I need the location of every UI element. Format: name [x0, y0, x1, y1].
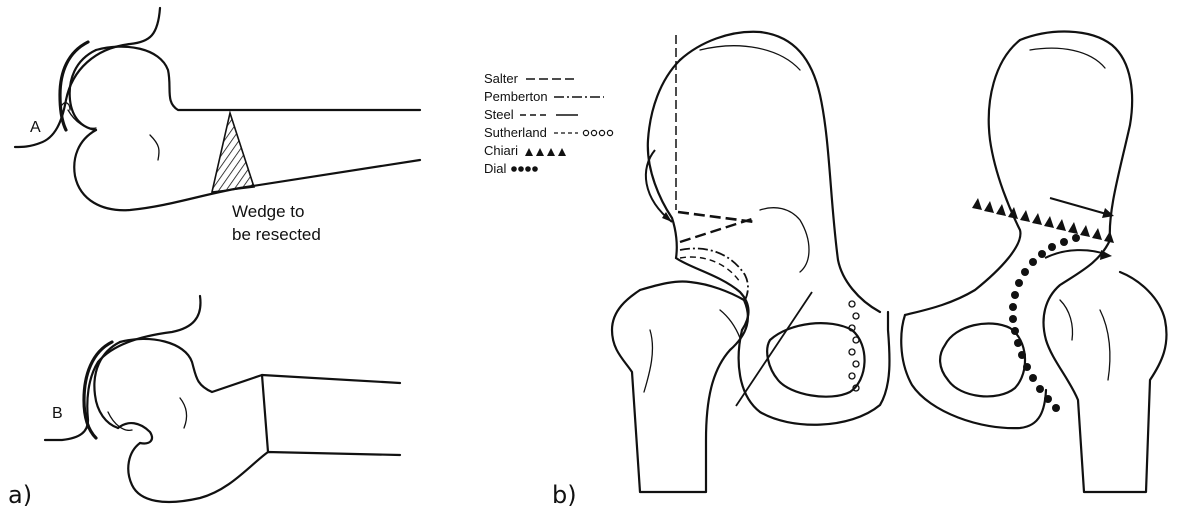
chiari-shift-arrow — [1044, 197, 1114, 260]
resection-wedge — [210, 109, 256, 193]
panel-a: A Wedge to be resected B a) — [8, 6, 422, 509]
legend-item-salter: Salter — [484, 71, 578, 86]
right-hemipelvis-drawing — [900, 30, 1168, 494]
dial-osteotomy-dots — [1009, 234, 1080, 412]
chiari-osteotomy-triangles — [972, 198, 1114, 243]
legend-swatch-dial — [511, 166, 538, 172]
legend-item-sutherland: Sutherland — [484, 125, 614, 140]
legend-label-pemberton: Pemberton — [484, 89, 548, 104]
legend-label-dial: Dial — [484, 161, 507, 176]
salter-osteotomy-line — [644, 35, 756, 244]
marker-b: B — [52, 405, 63, 422]
legend-label-chiari: Chiari — [484, 143, 518, 158]
wedge-caption-line1: Wedge to — [232, 202, 304, 221]
wedge-caption-line2: be resected — [232, 225, 321, 244]
panel-b: Salter Pemberton Steel Sutherland — [484, 30, 1168, 509]
legend-item-pemberton: Pemberton — [484, 89, 604, 104]
legend-swatch-sutherland-circles — [582, 129, 614, 137]
panel-label-b: b) — [552, 481, 577, 509]
sutherland-osteotomy-circles — [848, 300, 860, 392]
legend-label-steel: Steel — [484, 107, 514, 122]
legend-label-salter: Salter — [484, 71, 519, 86]
legend-item-dial: Dial — [484, 161, 538, 176]
left-hemipelvis-drawing — [610, 30, 891, 494]
femur-a-drawing — [13, 6, 422, 212]
pemberton-osteotomy-line — [679, 247, 749, 303]
legend: Salter Pemberton Steel Sutherland — [484, 71, 614, 176]
legend-item-steel: Steel — [484, 107, 578, 122]
legend-label-sutherland: Sutherland — [484, 125, 547, 140]
legend-swatch-chiari — [525, 148, 566, 156]
steel-osteotomy-line — [735, 291, 813, 407]
marker-a: A — [30, 119, 41, 136]
panel-label-a: a) — [8, 481, 32, 509]
femur-b-drawing — [43, 294, 402, 504]
legend-item-chiari: Chiari — [484, 143, 566, 158]
